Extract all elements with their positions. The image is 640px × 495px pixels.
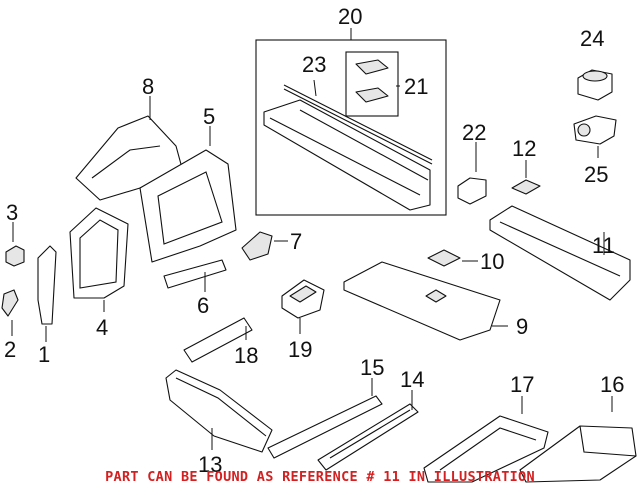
footer-reference-note: PART CAN BE FOUND AS REFERENCE # 11 IN I… [105, 469, 535, 485]
callout-18: 18 [234, 343, 258, 368]
part-21-clips [355, 59, 389, 103]
part-5-side-panel [139, 149, 237, 263]
callout-23: 23 [302, 52, 326, 77]
callout-14: 14 [400, 367, 424, 392]
callout-1: 1 [38, 342, 50, 367]
callout-3: 3 [6, 200, 18, 225]
callout-20: 20 [338, 4, 362, 29]
part-18-strip [183, 317, 253, 363]
callout-10: 10 [480, 249, 504, 274]
part-1-trim-strip [37, 245, 57, 325]
part-24-socket [577, 69, 613, 101]
callout-2: 2 [4, 337, 16, 362]
callout-6: 6 [197, 293, 209, 318]
callout-25: 25 [584, 162, 608, 187]
callout-17: 17 [510, 372, 534, 397]
callout-4: 4 [96, 315, 108, 340]
part-25-bracket [573, 115, 617, 145]
callout-21: 21 [404, 74, 428, 99]
part-19-box [281, 279, 325, 319]
callout-22: 22 [462, 120, 486, 145]
part-7-cap [241, 231, 273, 261]
callout-7: 7 [290, 229, 302, 254]
part-20-luggage-cover [263, 99, 431, 211]
part-12-pad [511, 179, 541, 195]
part-15-sill-strip [267, 395, 383, 459]
part-10-clip [427, 249, 461, 267]
part-11-sill-trim [489, 205, 631, 301]
callout-13: 13 [198, 452, 222, 477]
part-9-floor-panel [343, 261, 501, 341]
callout-12: 12 [512, 136, 536, 161]
part-3-fastener [5, 245, 25, 267]
part-13-trim-panel [165, 369, 273, 453]
part-6-strip [163, 259, 227, 289]
callout-8: 8 [142, 74, 154, 99]
part-16-storage-box [519, 425, 637, 483]
part-14-rail [317, 403, 419, 471]
part-2-fastener [1, 289, 19, 317]
part-22-bracket [457, 177, 487, 205]
callout-11: 11 [592, 233, 615, 258]
part-4-side-trim [69, 207, 129, 299]
callout-16: 16 [600, 372, 624, 397]
callout-9: 9 [516, 314, 528, 339]
callout-15: 15 [360, 355, 384, 380]
callout-19: 19 [288, 337, 312, 362]
callout-5: 5 [203, 104, 215, 129]
part-23-rod [283, 84, 433, 161]
part-17-tray [423, 415, 549, 483]
callout-24: 24 [580, 26, 604, 51]
part-21-group-box [345, 51, 399, 117]
